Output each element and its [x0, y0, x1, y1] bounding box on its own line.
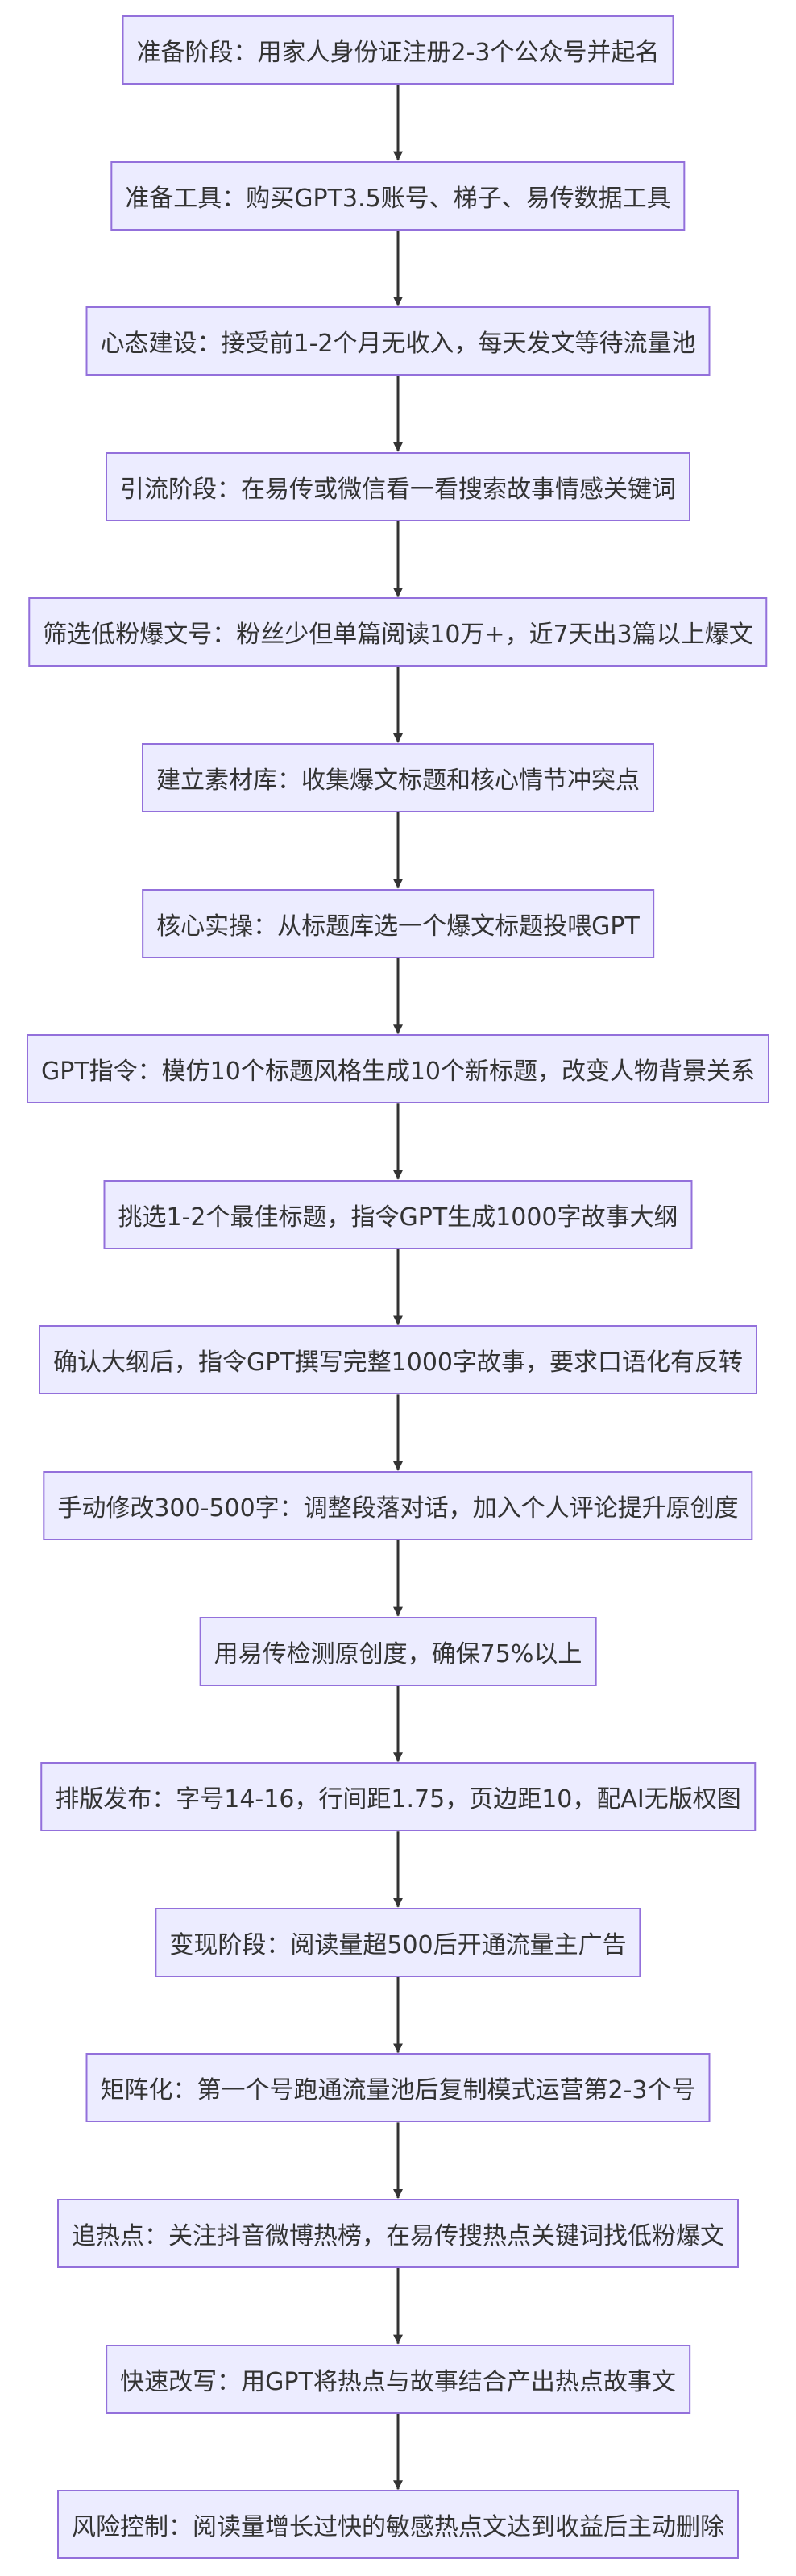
flow-node: 风险控制：阅读量增长过快的敏感热点文达到收益后主动删除: [57, 2490, 739, 2560]
flow-node: 引流阶段：在易传或微信看一看搜索故事情感关键词: [106, 451, 690, 521]
flow-node: 建立素材库：收集爆文标题和核心情节冲突点: [142, 743, 654, 812]
flow-node: GPT指令：模仿10个标题风格生成10个新标题，改变人物背景关系: [26, 1034, 770, 1104]
flow-node: 矩阵化：第一个号跑通流量池后复制模式运营第2-3个号: [85, 2053, 711, 2123]
flow-node: 筛选低粉爆文号：粉丝少但单篇阅读10万+，近7天出3篇以上爆文: [28, 597, 768, 667]
flow-node: 准备工具：购买GPT3.5账号、梯子、易传数据工具: [110, 160, 686, 231]
flow-node: 追热点：关注抖音微博热榜，在易传搜热点关键词找低粉爆文: [57, 2199, 739, 2268]
flow-node: 手动修改300-500字：调整段落对话，加入个人评论提升原创度: [43, 1471, 753, 1540]
flow-node: 准备阶段：用家人身份证注册2-3个公众号并起名: [122, 15, 674, 85]
flow-node: 心态建设：接受前1-2个月无收入，每天发文等待流量池: [85, 306, 711, 376]
flow-node: 用易传检测原创度，确保75%以上: [199, 1616, 597, 1686]
flow-node: 快速改写：用GPT将热点与故事结合产出热点故事文: [106, 2344, 690, 2414]
flow-node: 确认大纲后，指令GPT撰写完整1000字故事，要求口语化有反转: [38, 1325, 758, 1395]
flow-node: 挑选1-2个最佳标题，指令GPT生成1000字故事大纲: [103, 1179, 693, 1249]
flow-node: 排版发布：字号14-16，行间距1.75，页边距10，配AI无版权图: [40, 1762, 756, 1832]
flow-node: 变现阶段：阅读量超500后开通流量主广告: [155, 1907, 641, 1977]
flow-node: 核心实操：从标题库选一个爆文标题投喂GPT: [142, 888, 654, 958]
